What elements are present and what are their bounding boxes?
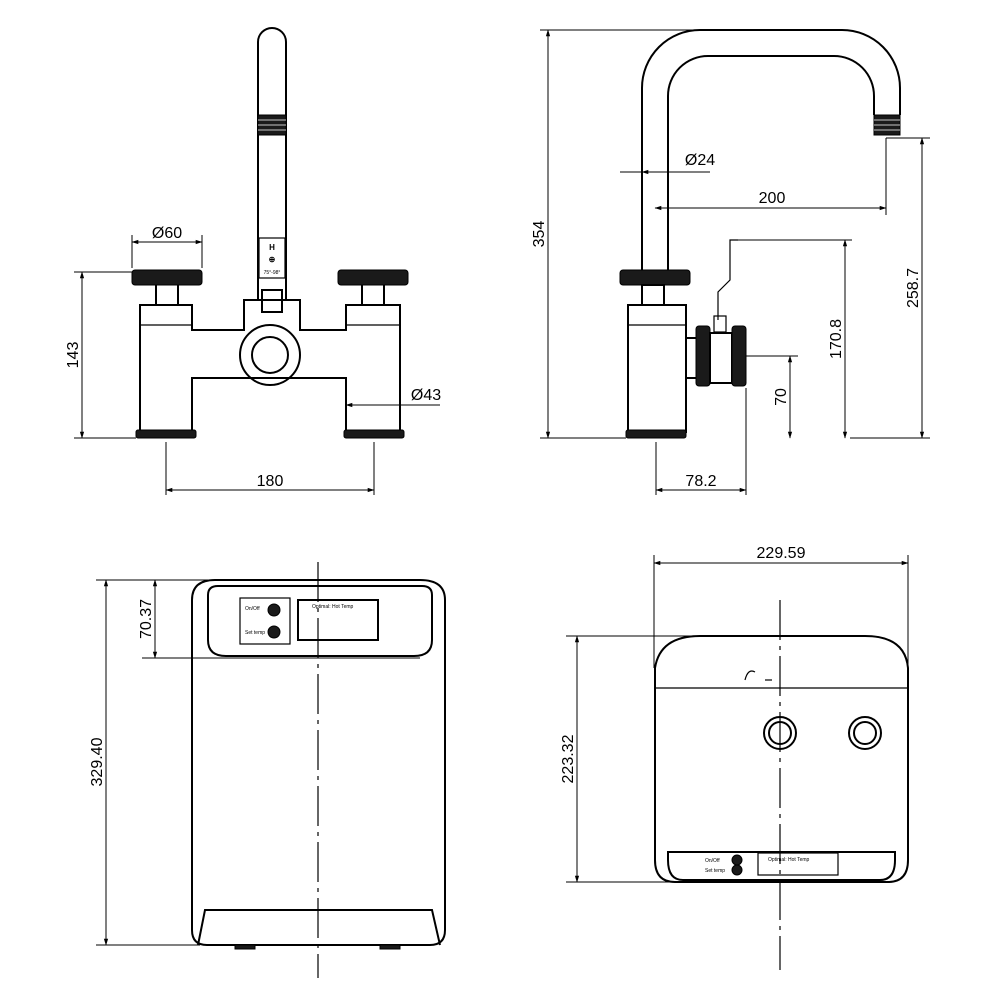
badge-temp: 75°-98°	[264, 270, 281, 276]
dim-panel-height: 70.37	[138, 599, 155, 639]
dim-height-70: 70	[773, 388, 790, 406]
rear-btn1-label: On/Off	[705, 858, 720, 864]
rear-power-button[interactable]	[731, 854, 743, 866]
connector-nut-1	[695, 325, 711, 387]
connector-nut-2	[731, 325, 747, 387]
dim-spout-dia: Ø24	[685, 152, 715, 169]
boiler-rear-view: On/Off Set temp Optimal: Hot Temp 229.59…	[560, 545, 909, 970]
dim-boiler-width: 229.59	[757, 545, 806, 562]
rear-btn2-label: Set temp	[705, 868, 725, 874]
dim-handle-dia: Ø60	[152, 225, 182, 242]
dim-boiler-height: 329.40	[89, 737, 106, 786]
faucet-side-view: 354 Ø24 200 258.7 170.8 70 78.2	[531, 29, 930, 495]
dim-front-height: 143	[65, 342, 82, 369]
valve-inner	[251, 336, 289, 374]
valve-outer	[239, 324, 301, 386]
dim-front-width: 180	[257, 473, 284, 490]
dim-base-dia: Ø43	[411, 387, 441, 404]
badge-letter: H	[269, 243, 275, 252]
boiler-rear-body	[654, 635, 909, 883]
right-handle	[337, 269, 409, 286]
side-handle	[619, 269, 691, 286]
front-btn2-label: Set temp	[245, 630, 265, 636]
rear-temp-button[interactable]	[731, 864, 743, 876]
faucet-front-view: H ⊕ 75°-98° Ø60 143 Ø43	[65, 27, 441, 495]
left-handle	[131, 269, 203, 286]
temp-badge	[258, 237, 286, 279]
dim-total-height: 354	[531, 221, 548, 248]
rear-display-text: Optimal: Hot Temp	[768, 857, 810, 863]
front-temp-button[interactable]	[267, 625, 281, 639]
dim-height-170: 170.8	[828, 319, 845, 359]
front-display-text: Optimal: Hot Temp	[312, 604, 354, 610]
rear-port-right	[848, 716, 882, 750]
dim-boiler-depth: 223.32	[560, 734, 577, 783]
faucet-body	[139, 299, 401, 433]
front-display	[297, 599, 379, 641]
control-panel-rear	[667, 851, 896, 881]
boiler-front-view: On/Off Set temp Optimal: Hot Temp 70.37 …	[89, 562, 446, 978]
side-body	[627, 304, 687, 433]
dim-reach: 200	[759, 190, 786, 207]
dim-depth: 78.2	[685, 473, 716, 490]
dim-height-258: 258.7	[905, 268, 922, 308]
badge-symbol: ⊕	[269, 255, 276, 264]
control-panel-front	[207, 585, 433, 657]
front-power-button[interactable]	[267, 603, 281, 617]
rear-display	[757, 852, 839, 876]
front-btn1-label: On/Off	[245, 606, 260, 612]
